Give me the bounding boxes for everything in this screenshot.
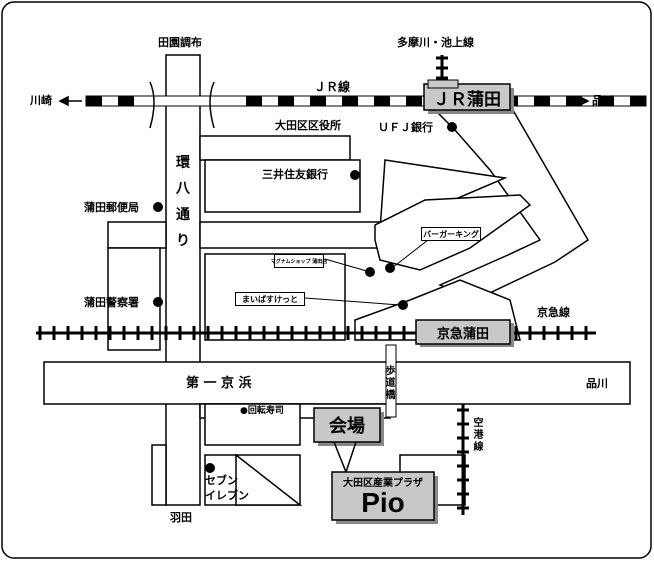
venue-label: 会場 bbox=[329, 416, 365, 437]
stations bbox=[313, 79, 514, 524]
den-en-chofu-label: 田園調布 bbox=[158, 36, 202, 49]
keikyu-kamata-label: 京急蒲田 bbox=[436, 326, 489, 342]
crossing-brackets bbox=[149, 81, 215, 129]
arrow-right-icon bbox=[566, 95, 590, 107]
pio-name-label: Pio bbox=[361, 487, 405, 518]
magnum-shop-callout: マグナムショップ 蒲田店 bbox=[271, 254, 327, 268]
burger-king-callout: バーガーキング bbox=[421, 227, 481, 241]
kanpachi-dori-label: 環八通り bbox=[176, 155, 190, 249]
ufj-bank-label: ＵＦＪ銀行 bbox=[378, 121, 433, 134]
haneda-road bbox=[151, 444, 167, 506]
shinagawa-bottom-label: 品川 bbox=[586, 377, 608, 390]
mitsui-sumitomo-bank-label: 三井住友銀行 bbox=[262, 168, 328, 181]
daiichi-keihin-label: 第 一 京 浜 bbox=[186, 376, 252, 391]
seven-eleven-label-2: イレブン bbox=[205, 489, 249, 502]
kaiten-sushi-label: ●回転寿司 bbox=[240, 406, 284, 416]
jr-station-stub bbox=[427, 79, 459, 89]
ota-ward-office-label: 大田区区役所 bbox=[275, 119, 341, 132]
footbridge-label: 歩道橋 bbox=[385, 366, 396, 401]
airport-line-label: 空港線 bbox=[473, 418, 484, 453]
dot-marker-icon bbox=[153, 122, 457, 473]
middle-road bbox=[199, 221, 391, 249]
west-road bbox=[107, 221, 167, 249]
pio-subtitle-label: 大田区産業プラザ bbox=[343, 477, 423, 489]
footbridge bbox=[385, 344, 397, 418]
arrow-left-icon bbox=[58, 95, 82, 107]
diagonal-road bbox=[428, 104, 590, 301]
jr-railway bbox=[85, 95, 647, 107]
shinagawa-top-label: 品川 bbox=[592, 94, 614, 107]
upper-road bbox=[199, 135, 351, 161]
daiichi-keihin-road bbox=[43, 361, 631, 405]
jr-kamata-label: ＪＲ蒲田 bbox=[433, 89, 501, 110]
kamata-post-office-label: 蒲田郵便局 bbox=[84, 201, 139, 214]
keikyu-line-label: 京急線 bbox=[537, 306, 570, 319]
maineso-getto-callout: まいばすけっと bbox=[235, 292, 305, 306]
kamata-police-label: 蒲田警察署 bbox=[84, 296, 139, 309]
seven-eleven-label-1: セブン bbox=[205, 474, 238, 487]
kanpachi-road bbox=[165, 54, 201, 506]
jr-line-label: ＪＲ線 bbox=[314, 80, 351, 94]
kawasaki-label: 川崎 bbox=[30, 94, 52, 107]
keikyu-kamata-station bbox=[415, 319, 511, 345]
venue-box bbox=[313, 407, 381, 443]
tamagawa-ikegami-line-label: 多摩川・池上線 bbox=[397, 36, 474, 49]
haneda-label: 羽田 bbox=[170, 511, 192, 524]
roads bbox=[43, 54, 631, 506]
pio-box bbox=[331, 471, 435, 521]
venue-to-pio-connector bbox=[333, 441, 347, 473]
